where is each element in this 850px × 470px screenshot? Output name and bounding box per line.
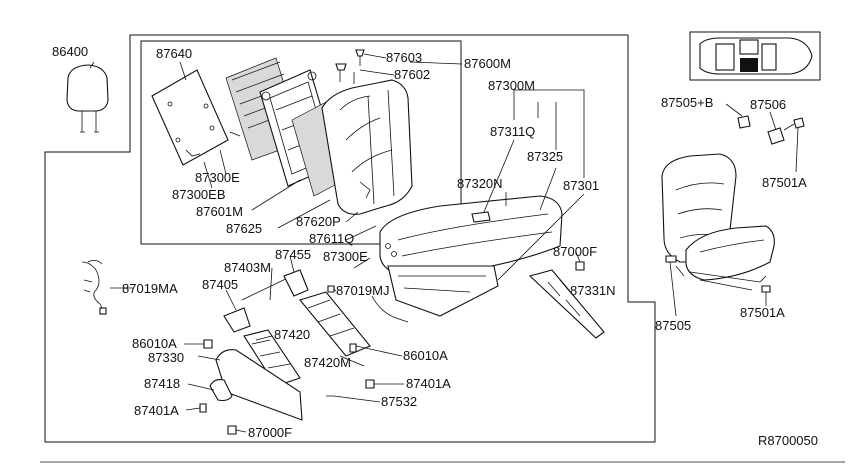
label-87019MJ: 87019MJ (336, 283, 389, 298)
label-87505: 87505 (655, 318, 691, 333)
label-87532: 87532 (381, 394, 417, 409)
label-87019MA: 87019MA (122, 281, 178, 296)
side-cover-part (528, 269, 605, 339)
assembly-frame (44, 34, 656, 443)
label-87600M: 87600M (464, 56, 511, 71)
label-87300M: 87300M (488, 78, 535, 93)
label-87455: 87455 (275, 247, 311, 262)
lever-part (223, 307, 251, 333)
seat-frame-part (385, 243, 499, 317)
label-87611Q: 87611Q (309, 231, 354, 246)
headrest-part (66, 64, 109, 133)
base-part (215, 349, 303, 421)
label-87403M: 87403M (224, 260, 271, 275)
recliner-rail-part (243, 291, 371, 387)
label-87300E-mid: 87300E (323, 249, 368, 264)
label-87301: 87301 (563, 178, 599, 193)
label-87401A-right: 87401A (406, 376, 451, 391)
label-87501A-bottom: 87501A (740, 305, 785, 320)
bolt-parts (199, 261, 585, 435)
label-86010A-left: 86010A (132, 336, 177, 351)
label-87300E-top: 87300E (195, 170, 240, 185)
label-87501A-top: 87501A (762, 175, 807, 190)
label-87401A-left: 87401A (134, 403, 179, 418)
label-87603: 87603 (386, 50, 422, 65)
label-87640: 87640 (156, 46, 192, 61)
label-87405: 87405 (202, 277, 238, 292)
wire-harness-part (81, 260, 107, 315)
small-clip-parts (737, 115, 805, 145)
label-87420M: 87420M (304, 355, 351, 370)
seatback-subassembly-box (140, 40, 462, 245)
right-leader-lines (669, 103, 799, 317)
leader-lines (89, 53, 585, 433)
reference-code: R8700050 (758, 433, 818, 448)
label-87506: 87506 (750, 97, 786, 112)
label-87620P: 87620P (296, 214, 341, 229)
label-86400: 86400 (52, 44, 88, 59)
seatback-cushion-part (321, 79, 413, 215)
label-87300EB: 87300EB (172, 187, 226, 202)
lever-rod-part (241, 269, 309, 301)
clip-parts (335, 49, 365, 84)
label-87330: 87330 (148, 350, 184, 365)
label-87601M: 87601M (196, 204, 243, 219)
label-87420: 87420 (274, 327, 310, 342)
part-labels: 86400 87640 87603 87602 87600M 87300M 87… (52, 44, 818, 448)
label-86010A-right: 86010A (403, 348, 448, 363)
label-87000F-bottom: 87000F (248, 425, 292, 440)
seat-cushion-part (379, 195, 563, 277)
car-location-inset (689, 31, 821, 81)
label-87320N: 87320N (457, 176, 503, 191)
seat-overview-part (661, 153, 775, 293)
label-87311Q: 87311Q (490, 124, 535, 139)
label-87331N: 87331N (570, 283, 616, 298)
label-87625: 87625 (226, 221, 262, 236)
label-87325: 87325 (527, 149, 563, 164)
label-87602: 87602 (394, 67, 430, 82)
label-87000F-right: 87000F (553, 244, 597, 259)
sub-harness-part (371, 295, 409, 323)
knob-part (209, 379, 233, 402)
back-panel-part (151, 69, 241, 166)
label-87505B: 87505+B (661, 95, 713, 110)
label-87418: 87418 (144, 376, 180, 391)
